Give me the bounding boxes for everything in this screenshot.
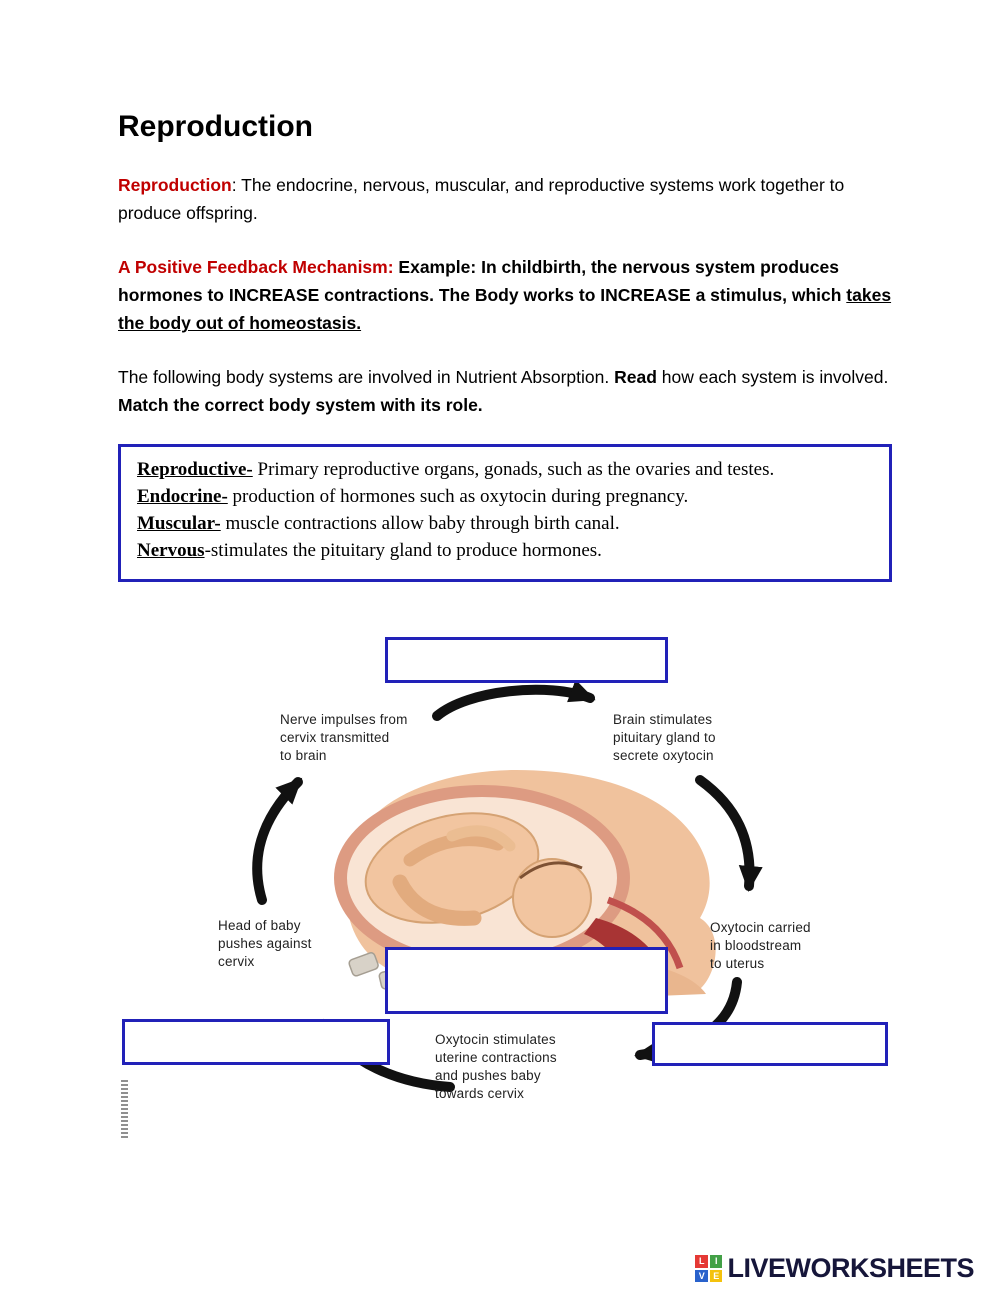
- liveworksheets-logo-icon: L I V E: [695, 1255, 723, 1282]
- definition-item: Muscular- muscle contractions allow baby…: [137, 511, 873, 538]
- definition-text: production of hormones such as oxytocin …: [227, 486, 689, 508]
- logo-tile-e: E: [709, 1269, 723, 1282]
- answer-blank-top[interactable]: [385, 637, 668, 683]
- definition-term: Reproductive-: [137, 459, 253, 481]
- worksheet-text-content: Reproduction Reproduction: The endocrine…: [118, 110, 892, 583]
- instructions-bold-2: Match the correct body system with its r…: [118, 395, 483, 416]
- definition-item: Nervous-stimulates the pituitary gland t…: [137, 538, 873, 565]
- arrow-top-icon: [432, 679, 596, 721]
- diagram-graphics: [252, 679, 763, 1092]
- label-nerve-impulses: Nerve impulses from cervix transmitted t…: [280, 712, 408, 763]
- label-brain-stimulates: Brain stimulates pituitary gland to secr…: [613, 712, 716, 763]
- liveworksheets-logo: L I V E LIVEWORKSHEETS: [695, 1253, 974, 1284]
- definition-text: Primary reproductive organs, gonads, suc…: [252, 459, 775, 481]
- intro-paragraph: Reproduction: The endocrine, nervous, mu…: [118, 171, 892, 228]
- answer-blank-bottom-right[interactable]: [652, 1022, 888, 1066]
- feedback-text: Example: In childbirth, the nervous syst…: [118, 256, 847, 306]
- definition-term: Muscular-: [137, 513, 221, 535]
- intro-text: : The endocrine, nervous, muscular, and …: [118, 175, 845, 224]
- liveworksheets-wordmark: LIVEWORKSHEETS: [727, 1253, 974, 1283]
- label-head-of-baby: Head of baby pushes against cervix: [218, 918, 312, 969]
- logo-tile-v: V: [695, 1269, 708, 1282]
- arrow-right-icon: [695, 775, 763, 892]
- answer-blank-middle[interactable]: [385, 947, 668, 1014]
- instructions-text-1: The following body systems are involved …: [118, 366, 615, 387]
- feedback-label: A Positive Feedback Mechanism:: [118, 256, 394, 277]
- definition-item: Reproductive- Primary reproductive organ…: [137, 457, 873, 484]
- feedback-loop-diagram: Nerve impulses from cervix transmitted t…: [0, 630, 1000, 1196]
- figure-credit-watermark: [121, 1080, 128, 1140]
- feedback-paragraph: A Positive Feedback Mechanism: Example: …: [118, 253, 892, 338]
- arrow-left-up-icon: [252, 777, 303, 905]
- feedback-underlined-text: takes the body out of homeostasis.: [118, 285, 892, 334]
- definition-text: -stimulates the pituitary gland to produ…: [204, 540, 602, 562]
- logo-tile-l: L: [695, 1255, 708, 1268]
- definition-term: Endocrine-: [137, 486, 228, 508]
- label-oxytocin-stimulates: Oxytocin stimulates uterine contractions…: [435, 1032, 557, 1101]
- definition-item: Endocrine- production of hormones such a…: [137, 484, 873, 511]
- instructions-bold-1: Read: [614, 366, 657, 387]
- instructions-paragraph: The following body systems are involved …: [118, 363, 892, 420]
- definition-text: muscle contractions allow baby through b…: [220, 513, 620, 535]
- answer-blank-bottom-left[interactable]: [122, 1019, 390, 1065]
- intro-term: Reproduction: [118, 175, 232, 195]
- definition-term: Nervous: [137, 540, 205, 562]
- instructions-text-2: how each system is involved.: [656, 366, 889, 387]
- page-title: Reproduction: [118, 110, 313, 143]
- label-oxytocin-carried: Oxytocin carried in bloodstream to uteru…: [710, 920, 811, 971]
- logo-tile-i: I: [709, 1255, 723, 1268]
- definitions-box: Reproductive- Primary reproductive organ…: [118, 444, 892, 583]
